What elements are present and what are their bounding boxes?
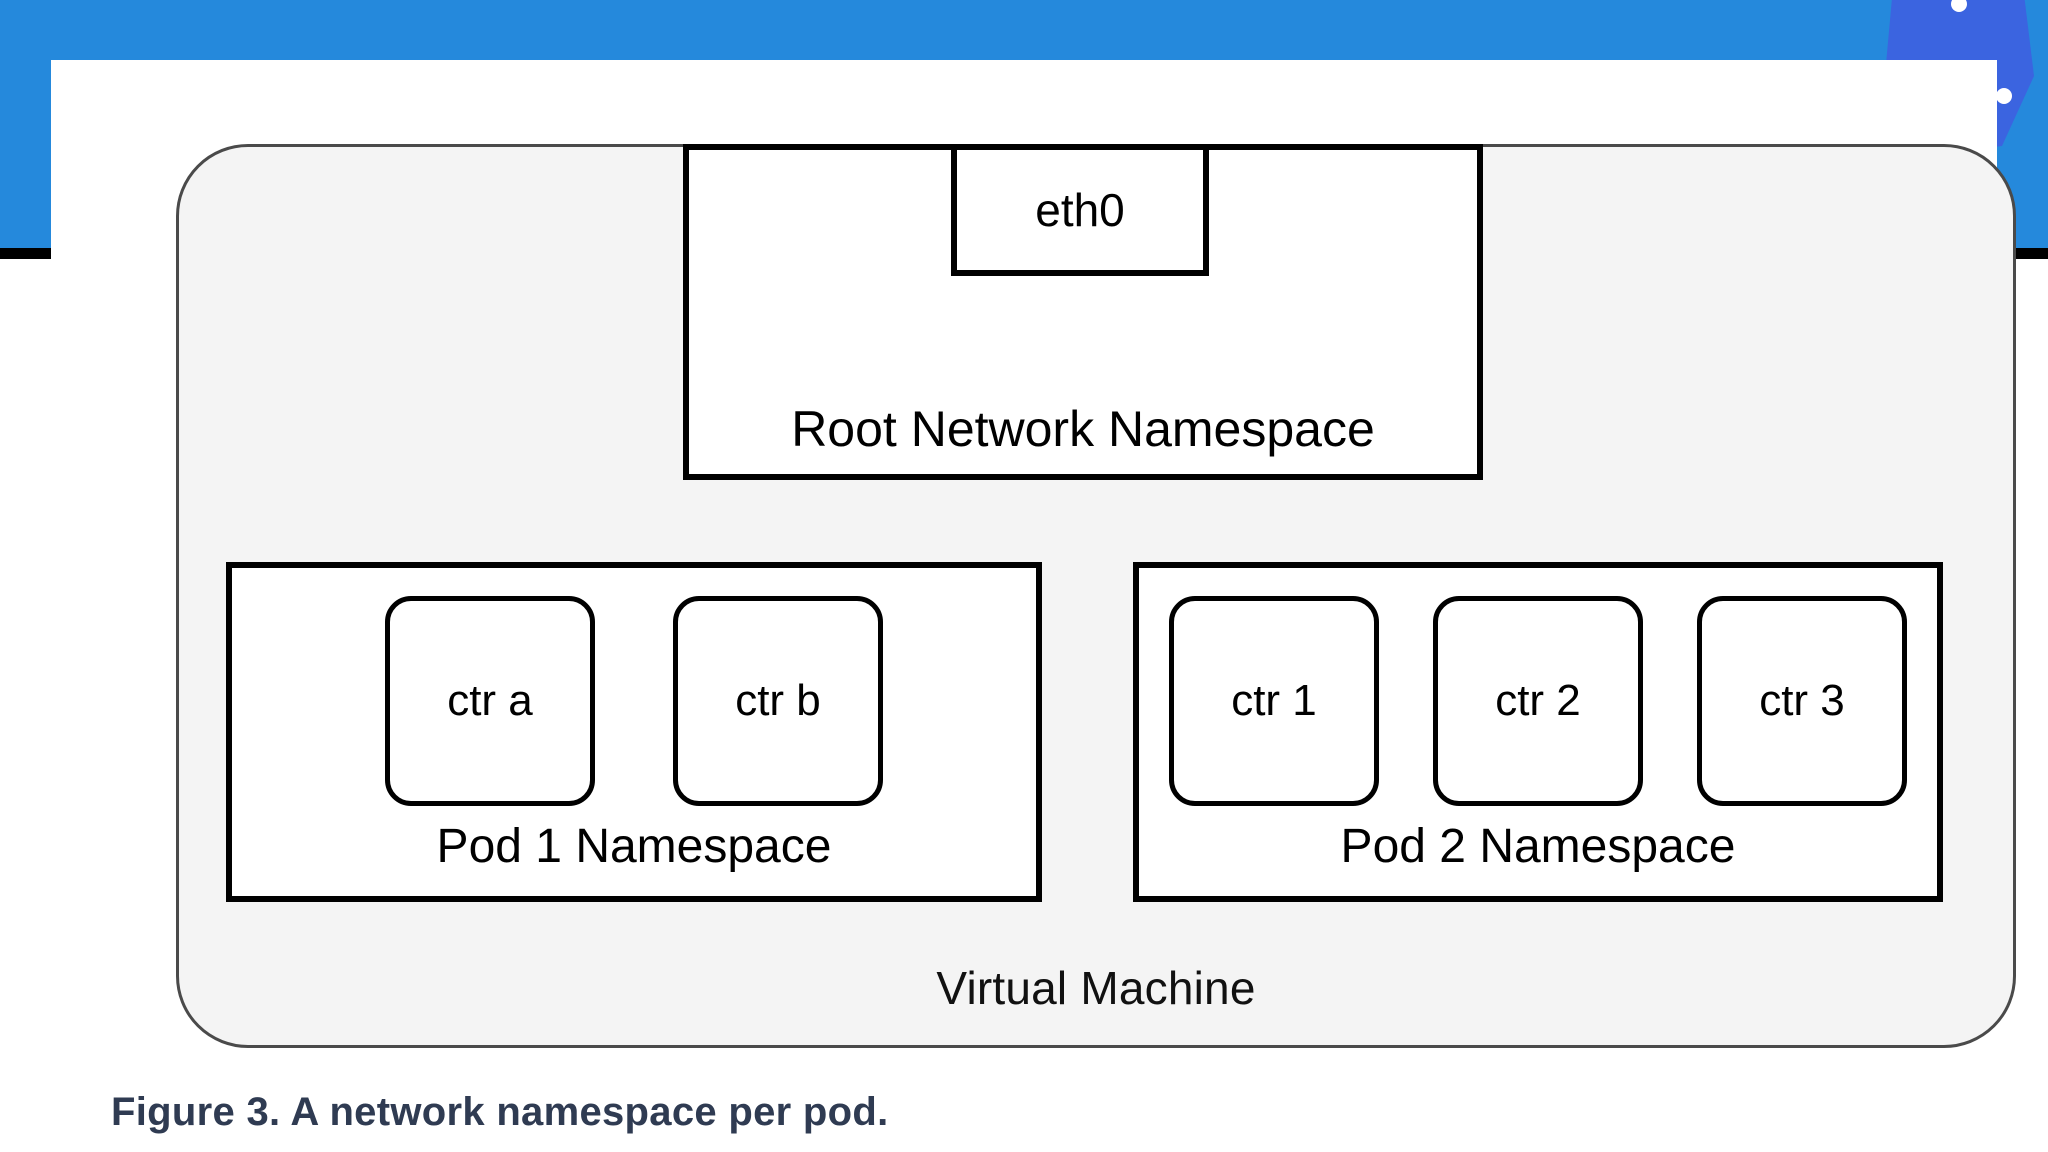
eth0-label: eth0 (1035, 184, 1125, 236)
container-label: ctr 2 (1495, 676, 1581, 725)
figure-caption: Figure 3. A network namespace per pod. (111, 1090, 889, 1134)
pod-1-container-row: ctr a ctr b (232, 596, 1036, 806)
container-label: ctr a (447, 676, 533, 725)
pod-1-namespace-box: ctr a ctr b Pod 1 Namespace (226, 562, 1042, 902)
pod-2-namespace-box: ctr 1 ctr 2 ctr 3 Pod 2 Namespace (1133, 562, 1943, 902)
container-label: ctr 1 (1231, 676, 1317, 725)
eth0-interface-box: eth0 (951, 144, 1209, 276)
container-box: ctr b (673, 596, 883, 806)
accent-bar-right (1997, 248, 2048, 259)
pod-2-namespace-label: Pod 2 Namespace (1340, 820, 1736, 873)
container-box: ctr a (385, 596, 595, 806)
container-label: ctr 3 (1759, 676, 1845, 725)
pod-2-container-row: ctr 1 ctr 2 ctr 3 (1139, 596, 1937, 806)
figure-canvas: Virtual Machine Root Network Namespace e… (51, 60, 2016, 1152)
root-network-namespace-label: Root Network Namespace (791, 401, 1375, 457)
container-box: ctr 3 (1697, 596, 1907, 806)
container-label: ctr b (735, 676, 821, 725)
container-box: ctr 2 (1433, 596, 1643, 806)
pod-1-namespace-label: Pod 1 Namespace (436, 820, 832, 873)
virtual-machine-label: Virtual Machine (936, 962, 1256, 1014)
accent-bar-left (0, 248, 51, 259)
container-box: ctr 1 (1169, 596, 1379, 806)
